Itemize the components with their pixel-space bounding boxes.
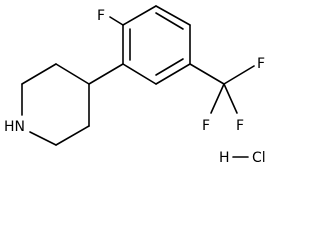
ring-bond [122, 63, 157, 85]
ring-bond [122, 5, 157, 26]
chlorine-label: Cl [252, 150, 266, 165]
ring-bond [21, 63, 57, 85]
cf-bond [223, 65, 255, 85]
cf-bond [223, 83, 238, 114]
cf3-fluorine-label: F [236, 118, 244, 134]
trifluoromethyl-group [210, 65, 255, 114]
cf3-fluorine-label: F [257, 56, 265, 72]
hydrogen-label: H [219, 150, 230, 165]
ring-bond [155, 5, 191, 26]
fluoro-bond [109, 16, 124, 26]
chemical-structure-diagram: F HN F F F H Cl [4, 5, 266, 165]
piperidine-ring [21, 63, 90, 146]
ring-double-bond [155, 12, 184, 30]
ring-bond [155, 63, 191, 85]
aryl-piperidine-bond [88, 63, 124, 85]
fluorine-atom-label: F [97, 8, 105, 24]
cf-bond [210, 83, 225, 114]
amine-nh-label: HN [4, 119, 25, 135]
ring-bond [55, 125, 90, 146]
ring-bond [55, 63, 90, 85]
ring-bond [29, 131, 57, 146]
benzene-ring [122, 5, 191, 85]
ring-double-bond [155, 58, 184, 76]
hydrochloride-salt: H Cl [219, 150, 266, 165]
cf3-fluorine-label: F [202, 118, 210, 134]
cf3-bond [189, 63, 225, 85]
